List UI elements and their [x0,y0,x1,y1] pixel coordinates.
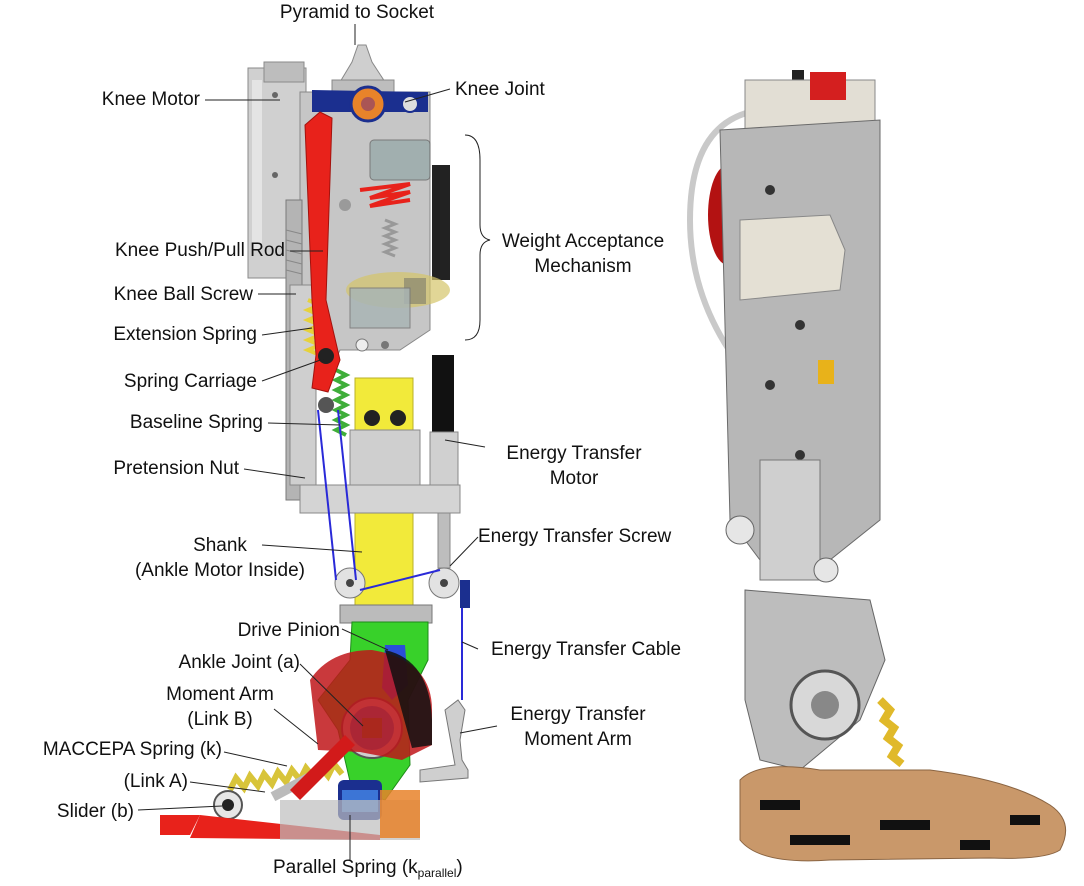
label-energy-transfer-cable: Energy Transfer Cable [491,639,682,660]
cad-render [160,44,470,840]
label-link-a: (Link A) [123,771,188,792]
label-parallel-spring: Parallel Spring (kparallel) [273,857,463,884]
label-knee-ball-screw: Knee Ball Screw [113,284,253,305]
label-moment-arm-1: Moment Arm [166,684,274,705]
label-energy-transfer-motor-1: Energy Transfer [506,443,642,464]
label-et-moment-arm-1: Energy Transfer [510,704,646,725]
photo-prosthesis [686,70,1067,862]
pulleys [334,567,470,608]
energy-transfer-moment-arm [419,699,469,783]
baseline-spring [331,368,351,437]
label-energy-transfer-motor-2: Motor [549,468,599,489]
label-parallel-spring-sub: parallel [417,866,457,880]
label-spring-carriage: Spring Carriage [123,371,257,392]
label-et-moment-arm-2: Moment Arm [524,729,632,750]
label-drive-pinion: Drive Pinion [237,620,340,641]
leader-lines [137,24,498,861]
label-ankle-joint: Ankle Joint (a) [178,652,300,673]
parallel-spring [280,780,420,840]
label-knee-joint: Knee Joint [455,79,545,100]
label-weight-acceptance-2: Mechanism [534,256,632,277]
label-parallel-spring-text: Parallel Spring (k [273,857,418,878]
label-shank-1: Shank [193,535,247,556]
moment-arm-link-b [290,735,355,800]
label-shank-2: (Ankle Motor Inside) [134,560,305,581]
label-extension-spring: Extension Spring [113,324,257,345]
knee-push-pull-rod [304,111,341,413]
shank [299,377,461,624]
label-baseline-spring: Baseline Spring [129,412,263,433]
energy-transfer-motor [429,355,459,569]
label-slider: Slider (b) [56,801,134,822]
label-knee-push-pull-rod: Knee Push/Pull Rod [114,240,285,261]
knee-joint [312,85,428,123]
label-pretension-nut: Pretension Nut [113,458,239,479]
label-energy-transfer-screw: Energy Transfer Screw [478,526,672,547]
pyramid-adapter [331,44,395,93]
label-parallel-spring-close: ) [456,857,463,878]
label-weight-acceptance-1: Weight Acceptance [501,231,665,252]
label-knee-motor: Knee Motor [101,89,200,110]
label-maccepa-spring: MACCEPA Spring (k) [42,739,222,760]
label-moment-arm-2: (Link B) [187,709,253,730]
label-pyramid-to-socket: Pyramid to Socket [279,2,435,23]
weight-acceptance-mechanism [346,139,450,329]
